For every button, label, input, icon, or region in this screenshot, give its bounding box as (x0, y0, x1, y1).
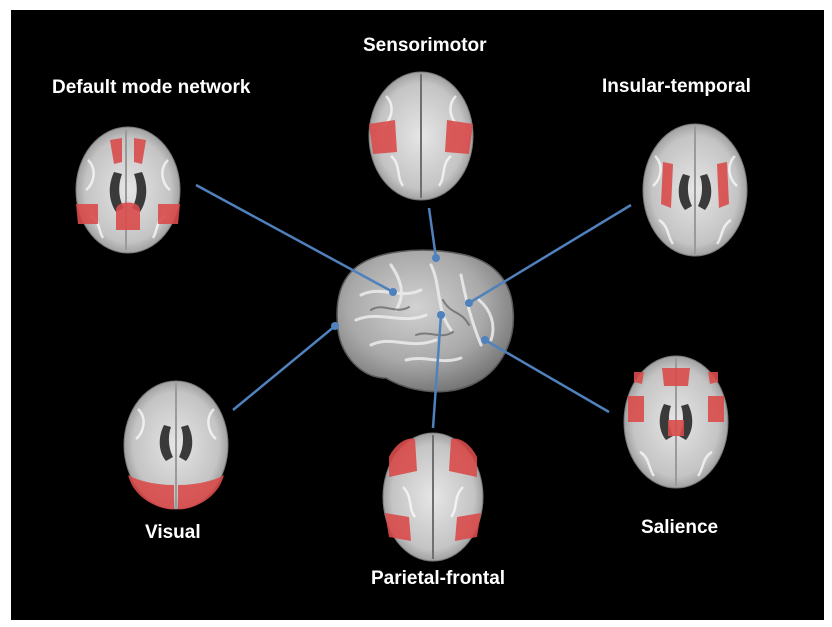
label-parietal-frontal: Parietal-frontal (371, 568, 506, 589)
network-diagram (75, 71, 748, 562)
label-insular-temporal: Insular-temporal (602, 76, 751, 97)
connector-salience (484, 338, 610, 414)
slice-visual (123, 380, 229, 510)
slice-insular-temporal (642, 123, 748, 257)
connectors (195, 183, 632, 429)
label-salience: Salience (641, 517, 719, 538)
slice-sensorimotor (368, 71, 474, 201)
slice-salience (623, 355, 729, 489)
connector-sensorimotor (427, 207, 438, 259)
center-brain-surface (336, 249, 515, 393)
label-visual: Visual (145, 522, 201, 543)
slice-parietal-frontal (382, 432, 484, 562)
connector-visual (232, 325, 336, 411)
label-sensorimotor: Sensorimotor (363, 35, 487, 56)
slice-default-mode (75, 126, 181, 254)
connector-default-mode (195, 183, 394, 294)
figure-panel: Default mode network Sensorimotor Insula… (11, 10, 824, 620)
connector-insular-temporal (468, 203, 632, 305)
label-default-mode: Default mode network (52, 77, 251, 98)
connector-endpoints (331, 254, 489, 344)
connector-parietal-frontal (431, 314, 443, 429)
